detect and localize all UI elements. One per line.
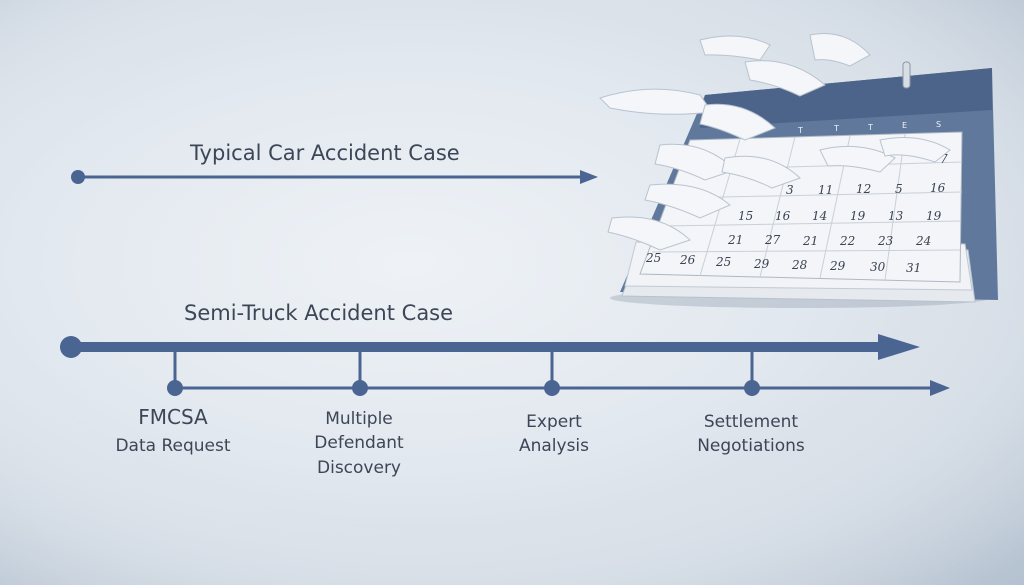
- calendar-weekday-header: T: [833, 124, 839, 133]
- milestone-dot: [544, 380, 560, 396]
- flying-pages: [599, 33, 951, 251]
- calendar-weekday-header: S: [936, 120, 941, 129]
- car-timeline-arrowhead: [580, 170, 598, 184]
- calendar-day: 16: [775, 209, 791, 223]
- calendar-day: 28: [791, 258, 808, 272]
- calendar-day: 14: [812, 209, 827, 223]
- milestone-dot: [352, 380, 368, 396]
- milestone-label: Expert: [526, 412, 582, 432]
- calendar-day: 24: [915, 234, 931, 248]
- milestone-dot: [167, 380, 183, 396]
- milestone-label: Multiple: [325, 409, 393, 429]
- calendar-day: 27: [764, 233, 781, 247]
- calendar-day: 16: [930, 181, 946, 195]
- calendar-day: 3: [786, 183, 794, 197]
- calendar-illustration: T T T E S 6 7 3 11 12 5 16 15 16 14 19 1…: [599, 33, 998, 308]
- calendar-day: 12: [856, 182, 871, 196]
- calendar-day: 31: [906, 261, 921, 275]
- calendar-day: 7: [940, 152, 948, 166]
- truck-accident-timeline: Semi-Truck Accident Case FMCSA Data Requ…: [60, 301, 950, 478]
- calendar-day: 21: [802, 234, 818, 248]
- milestone-label: Data Request: [115, 436, 230, 456]
- calendar-day: 25: [645, 251, 661, 265]
- calendar-day: 19: [850, 209, 866, 223]
- calendar-day: 15: [738, 209, 753, 223]
- calendar-day: 5: [895, 182, 903, 196]
- calendar-day: 19: [926, 209, 942, 223]
- truck-timeline-title: Semi-Truck Accident Case: [184, 301, 453, 325]
- calendar-weekday-header: T: [797, 126, 803, 135]
- milestone-dot: [744, 380, 760, 396]
- calendar-day: 30: [870, 260, 886, 274]
- milestone-fmcsa: FMCSA Data Request: [115, 405, 230, 456]
- milestone-settlement: Settlement Negotiations: [697, 412, 805, 456]
- calendar-day: 22: [839, 234, 855, 248]
- calendar-day: 21: [727, 233, 743, 247]
- car-accident-timeline: Typical Car Accident Case: [71, 141, 598, 184]
- milestone-label: Negotiations: [697, 436, 805, 456]
- milestone-label: Discovery: [317, 458, 401, 478]
- truck-timeline-main-arrowhead: [878, 334, 920, 360]
- milestone-expert-analysis: Expert Analysis: [519, 412, 589, 456]
- milestone-label: FMCSA: [138, 405, 208, 429]
- calendar-day: 11: [818, 183, 833, 197]
- calendar-weekday-header: T: [867, 123, 873, 132]
- calendar-day: 29: [829, 259, 846, 273]
- milestone-label: Settlement: [704, 412, 799, 432]
- calendar-day: 23: [877, 234, 894, 248]
- calendar-day: 13: [888, 209, 904, 223]
- milestone-label: Defendant: [314, 433, 404, 453]
- car-timeline-title: Typical Car Accident Case: [189, 141, 460, 165]
- milestone-discovery: Multiple Defendant Discovery: [314, 409, 404, 478]
- truck-timeline-milestone-arrowhead: [930, 380, 950, 396]
- milestone-label: Analysis: [519, 436, 589, 456]
- calendar-day: 26: [679, 253, 696, 267]
- calendar-weekday-header: E: [902, 121, 907, 130]
- calendar-day: 25: [715, 255, 731, 269]
- calendar-day: 29: [753, 257, 770, 271]
